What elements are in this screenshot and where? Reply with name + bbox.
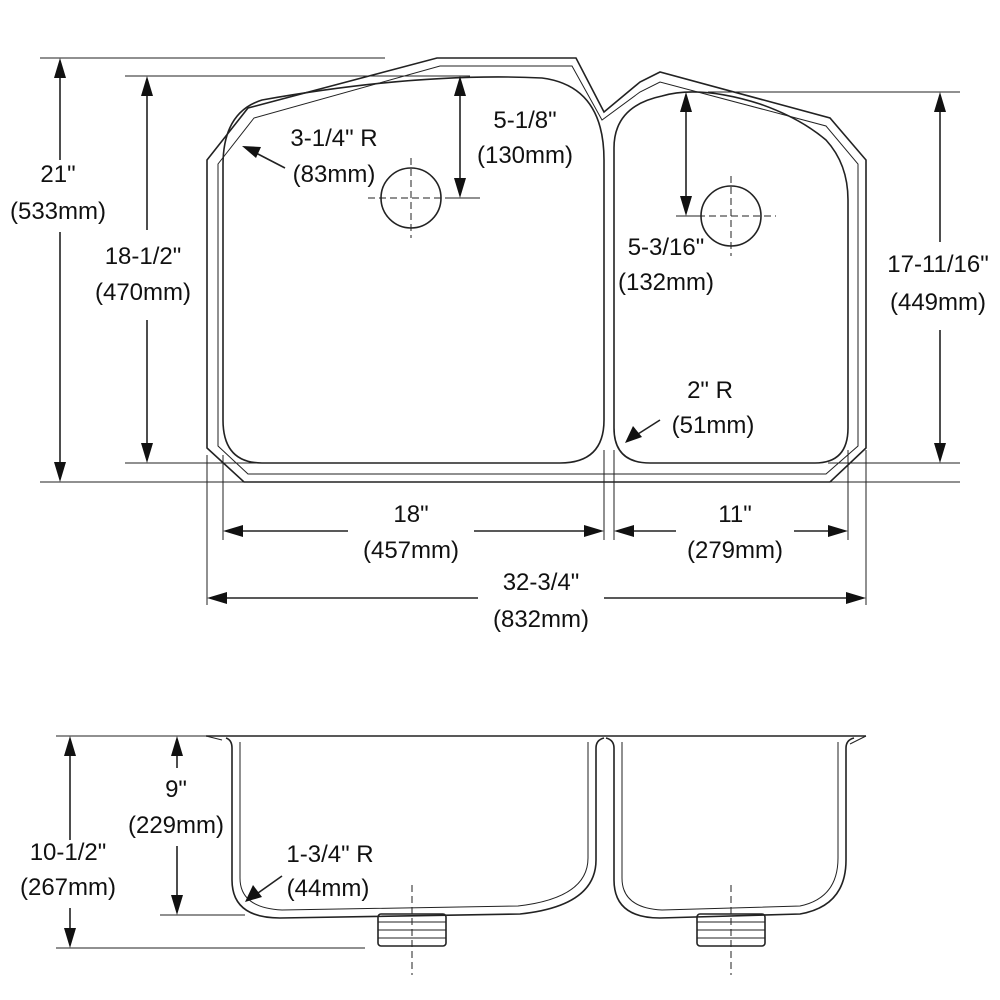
- left-corner-radius-inch: 3-1/4" R: [290, 125, 377, 152]
- right-bowl-width-inch: 11": [718, 501, 751, 528]
- left-bowl-width-inch: 18": [393, 501, 428, 528]
- side-right-bowl: [605, 737, 855, 919]
- side-right-drain-outlet: [696, 885, 766, 975]
- overall-height-mm: (267mm): [20, 874, 116, 901]
- left-drain-offset-inch: 5-1/8": [493, 107, 556, 134]
- side-left-drain-outlet: [377, 885, 447, 975]
- left-bowl-depth-inch: 18-1/2": [105, 243, 182, 270]
- right-bowl-width-mm: (279mm): [687, 537, 783, 564]
- right-corner-radius-leader: [625, 419, 661, 443]
- overall-height-inch: 10-1/2": [30, 839, 107, 866]
- right-corner-radius-mm: (51mm): [672, 412, 755, 439]
- top-view: 21" (533mm) 18-1/2" (470mm) 17-11/16" (4…: [10, 57, 989, 633]
- right-bowl-depth-dim: [934, 92, 946, 463]
- bowl-depth-dim: [171, 736, 183, 915]
- right-bowl-depth-mm: (449mm): [890, 289, 986, 316]
- left-bowl-depth-mm: (470mm): [95, 279, 191, 306]
- right-drain-offset-dim: [680, 92, 692, 216]
- bowl-depth-inch: 9": [165, 776, 187, 803]
- left-corner-radius-leader: [242, 146, 286, 169]
- left-bowl-outline: [222, 76, 605, 464]
- overall-width-mm: (832mm): [493, 606, 589, 633]
- left-corner-radius-mm: (83mm): [293, 161, 376, 188]
- overall-width-inch: 32-3/4": [503, 569, 580, 596]
- overall-width-dim: [207, 592, 866, 604]
- right-corner-radius-inch: 2" R: [687, 377, 733, 404]
- left-bowl-width-mm: (457mm): [363, 537, 459, 564]
- overall-depth-inch: 21": [40, 161, 75, 188]
- left-drain-offset-mm: (130mm): [477, 142, 573, 169]
- overall-height-dim: [64, 736, 76, 948]
- side-left-bowl: [225, 737, 605, 919]
- overall-depth-dim: [54, 58, 66, 482]
- bottom-radius-mm: (44mm): [287, 875, 370, 902]
- right-drain-offset-mm: (132mm): [618, 269, 714, 296]
- right-drain: [676, 176, 776, 256]
- right-bowl-outline: [613, 91, 849, 464]
- right-bowl-depth-inch: 17-11/16": [887, 251, 988, 278]
- overall-depth-mm: (533mm): [10, 198, 106, 225]
- bottom-radius-leader: [245, 875, 283, 902]
- right-drain-offset-inch: 5-3/16": [628, 234, 705, 261]
- sink-inner-rim: [217, 65, 859, 475]
- right-bowl-width-dim: [614, 525, 848, 537]
- left-bowl-width-dim: [223, 525, 604, 537]
- left-drain-offset-dim: [454, 76, 466, 198]
- bowl-depth-mm: (229mm): [128, 812, 224, 839]
- left-bowl-depth-dim: [141, 76, 153, 463]
- side-view: 10-1/2" (267mm) 9" (229mm) 1-3/4" R (44m…: [20, 735, 867, 975]
- bottom-radius-inch: 1-3/4" R: [286, 841, 373, 868]
